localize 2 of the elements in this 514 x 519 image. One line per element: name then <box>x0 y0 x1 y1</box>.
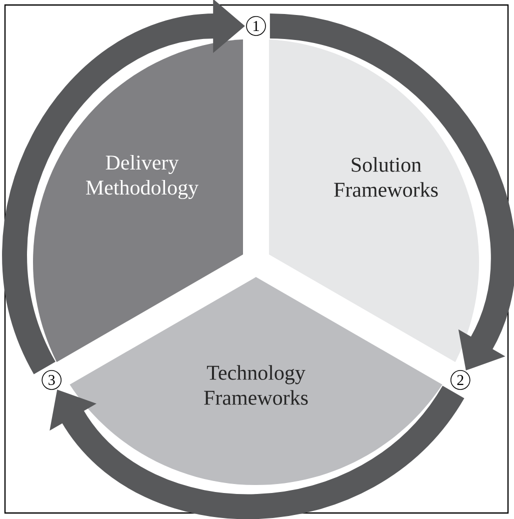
arrow <box>50 384 464 519</box>
sector: Technology Frameworks <box>62 262 450 486</box>
